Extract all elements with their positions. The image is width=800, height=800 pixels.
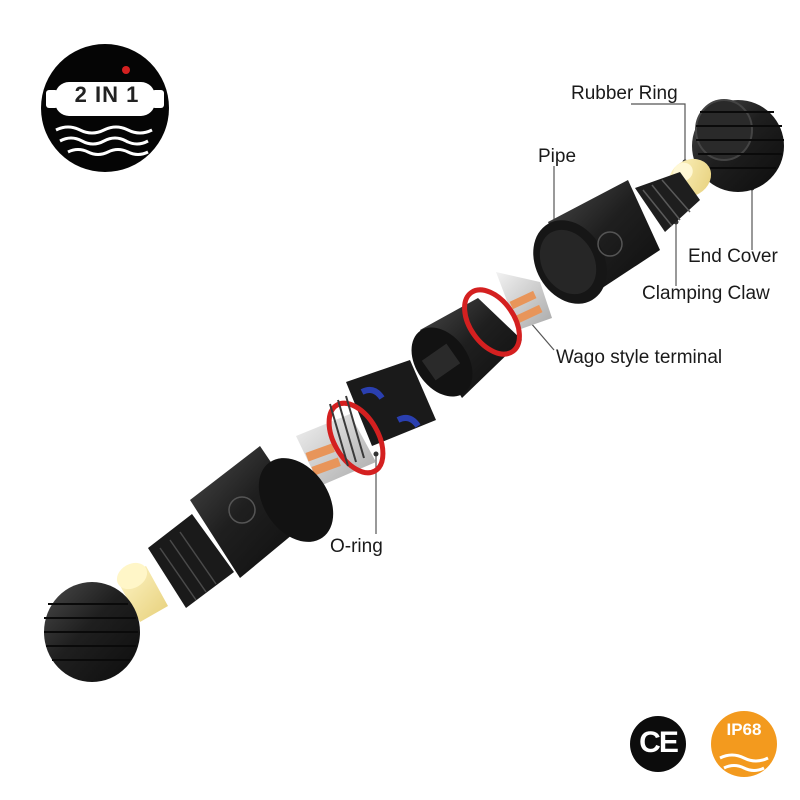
wago-terminal-block xyxy=(296,360,436,486)
label-clamping-claw: Clamping Claw xyxy=(642,283,770,304)
label-wago-terminal: Wago style terminal xyxy=(556,347,723,368)
ce-mark-text: CE xyxy=(639,726,679,759)
two-in-one-badge xyxy=(41,44,169,172)
wago-leader xyxy=(529,321,555,351)
pipe-top xyxy=(533,172,700,304)
badge-connector-end-right xyxy=(152,90,164,108)
ip68-badge-icon xyxy=(711,711,777,777)
pipe-bottom xyxy=(148,446,334,608)
ip68-text: IP68 xyxy=(726,720,762,739)
end-cover-bottom xyxy=(44,582,140,682)
rubber-ring-bottom xyxy=(116,562,168,622)
end-cover-top xyxy=(692,99,784,192)
badge-connector-end-left xyxy=(46,90,58,108)
badge-red-dot xyxy=(122,66,130,74)
housing-with-o-ring-right xyxy=(411,272,552,398)
ce-mark-icon xyxy=(630,716,686,772)
rubber-ring-leader xyxy=(631,103,686,162)
badge-connector-shape xyxy=(55,82,155,116)
label-o-ring: O-ring xyxy=(330,536,383,557)
label-pipe: Pipe xyxy=(538,146,577,167)
label-end-cover: End Cover xyxy=(688,246,778,267)
label-rubber-ring: Rubber Ring xyxy=(571,83,678,104)
water-waves-icon xyxy=(55,125,153,156)
badge-text: 2 IN 1 xyxy=(74,82,140,107)
